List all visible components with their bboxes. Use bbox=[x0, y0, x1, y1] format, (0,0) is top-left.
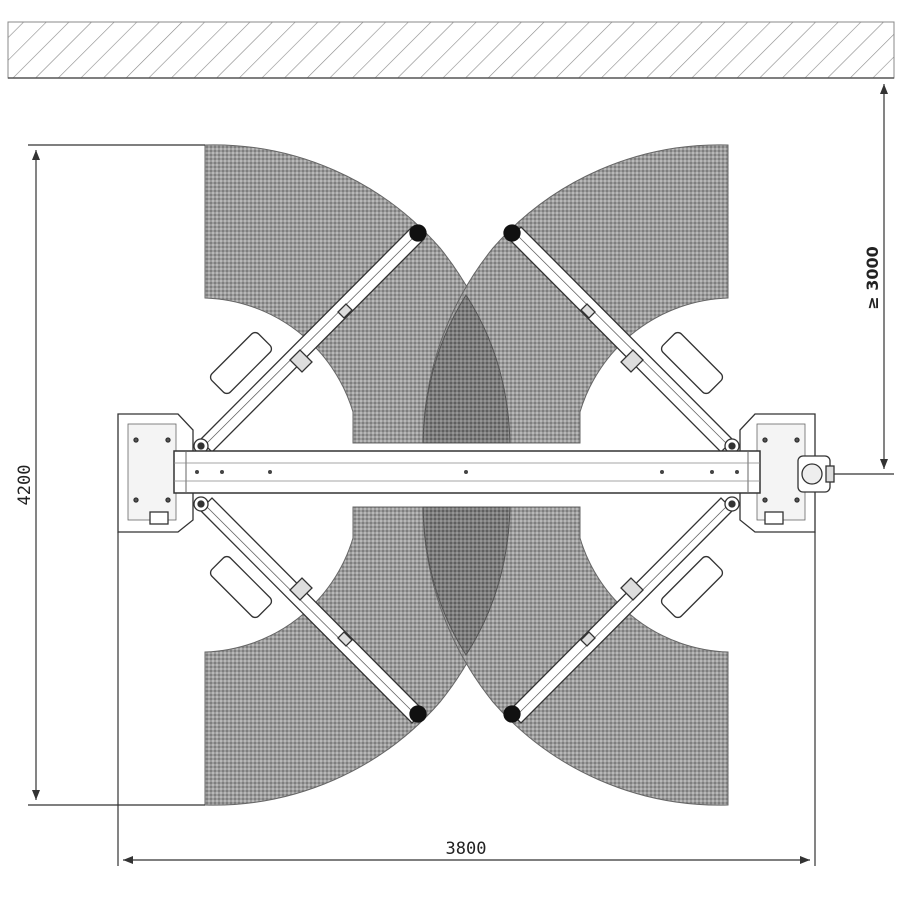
dimension-depth-label: 4200 bbox=[15, 465, 35, 506]
dimension-wall-clearance bbox=[834, 84, 894, 475]
swing-overlap-top bbox=[422, 294, 511, 444]
dimension-width-label: 3800 bbox=[446, 839, 487, 859]
pad-bottom-right bbox=[503, 705, 521, 723]
wall bbox=[7, 21, 895, 79]
arm-top-right bbox=[503, 224, 734, 453]
dimension-wall-clearance-label: ≥ 3000 bbox=[863, 246, 882, 310]
dimension-width bbox=[117, 532, 816, 866]
base-beam bbox=[173, 450, 761, 494]
pad-bottom-left bbox=[409, 705, 427, 723]
pad-top-right bbox=[503, 224, 521, 242]
column-right bbox=[724, 413, 816, 533]
dimension-depth bbox=[28, 144, 205, 806]
swing-overlap-bottom bbox=[422, 506, 511, 656]
power-unit bbox=[797, 455, 835, 493]
arm-bottom-right bbox=[503, 497, 734, 724]
pad-top-left bbox=[409, 224, 427, 242]
lift-arms bbox=[199, 224, 734, 724]
column-left bbox=[117, 413, 209, 533]
